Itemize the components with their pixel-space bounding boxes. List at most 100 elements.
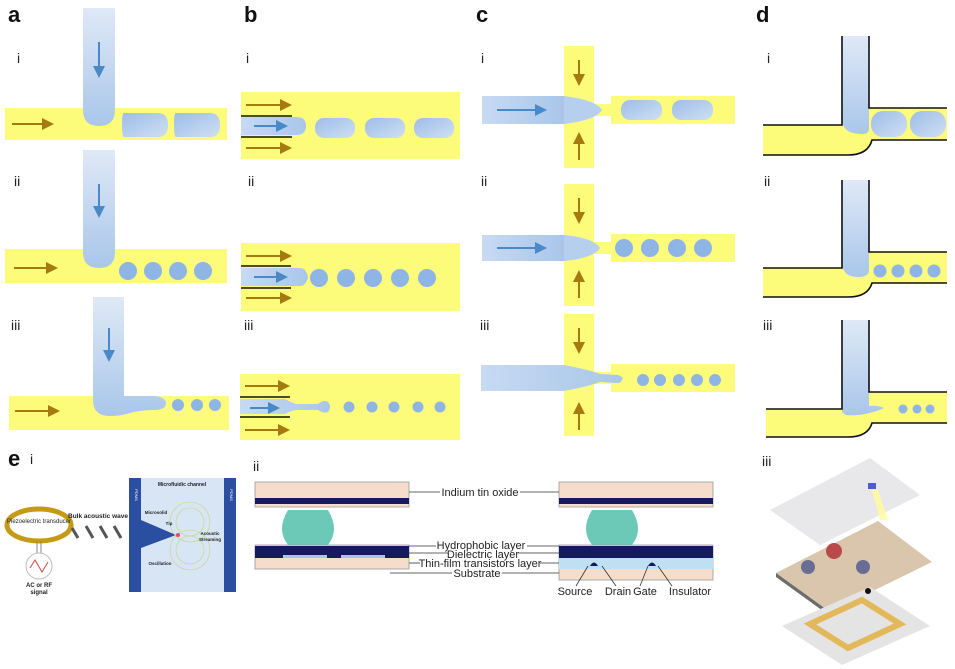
droplet-plug <box>365 118 405 138</box>
tip-label: Tip <box>166 521 173 526</box>
microsolid-label: Microsolid <box>145 510 168 515</box>
droplet <box>694 239 712 257</box>
ito-label: Indium tin oxide <box>441 487 518 499</box>
droplet <box>364 269 382 287</box>
bulk-acoustic-wave-icon <box>70 525 123 539</box>
insulator-label: Insulator <box>669 586 712 598</box>
panel-c-ii-diagram <box>482 184 735 306</box>
panel-a-iii-diagram <box>9 297 229 430</box>
pdms-label-left: PDMS <box>134 489 139 501</box>
droplet <box>434 401 446 413</box>
top-electrode <box>255 498 409 504</box>
droplet <box>873 264 887 278</box>
droplet-ewod <box>282 510 334 545</box>
droplet <box>673 374 685 386</box>
panel-e-sub-iii: iii <box>762 453 772 469</box>
droplet <box>343 401 355 413</box>
piezoelectric-transducer <box>4 506 74 544</box>
panel-e-sub-ii: ii <box>253 458 260 474</box>
drain-label: Drain <box>605 586 631 598</box>
droplet <box>909 264 923 278</box>
streaming-label-line1: Acoustic <box>200 531 220 536</box>
panel-b-i-diagram <box>241 92 460 159</box>
droplet <box>654 374 666 386</box>
droplet-plug <box>672 100 713 120</box>
dispersed-tip <box>564 96 602 124</box>
channel-wall <box>763 139 947 156</box>
droplet <box>637 374 649 386</box>
channel-wall <box>763 282 947 298</box>
dielectric-label: Dielectric layer <box>447 549 519 561</box>
microsolid-tip <box>141 520 176 548</box>
pdms-label-right: PDMS <box>229 489 234 501</box>
dielectric-layer <box>559 546 713 558</box>
transducer-label: Piezoelectric transducer <box>7 519 71 525</box>
droplet <box>709 374 721 386</box>
channel-wall <box>868 180 947 253</box>
panel-d-sub-iii: iii <box>763 317 773 333</box>
droplet <box>337 269 355 287</box>
panel-d-iii-diagram <box>766 320 947 438</box>
circuit-traces <box>803 596 907 652</box>
gate-label: Gate <box>633 586 657 598</box>
transistor-gate <box>648 562 656 566</box>
tft-layer <box>559 558 713 569</box>
droplet <box>194 262 212 280</box>
acoustic-streaming-icon <box>169 501 211 571</box>
panel-d-sub-i: i <box>767 50 771 66</box>
droplet <box>691 374 703 386</box>
droplet-plug <box>414 118 454 138</box>
panel-b-sub-i: i <box>246 50 250 66</box>
droplet <box>209 399 221 411</box>
sensor-dot <box>865 588 871 594</box>
orifice <box>594 242 611 254</box>
droplet <box>172 399 184 411</box>
channel-wall <box>868 36 947 109</box>
panel-c-label: c <box>476 2 489 27</box>
panel-b-ii-diagram <box>241 243 460 311</box>
panel-b-label: b <box>244 2 258 27</box>
dielectric-layer <box>255 546 409 558</box>
droplet <box>418 269 436 287</box>
channel-wall <box>766 422 947 438</box>
droplet <box>412 401 424 413</box>
substrate-label: Substrate <box>453 568 500 580</box>
panel-c-sub-i: i <box>481 50 485 66</box>
droplet <box>119 262 137 280</box>
panel-d-sub-ii: ii <box>764 173 771 189</box>
bulk-wave-label: Bulk acoustic wave <box>68 513 128 520</box>
panel-c-i-diagram <box>482 46 735 168</box>
droplet <box>144 262 162 280</box>
droplet <box>898 404 908 414</box>
detector-icon <box>868 483 876 489</box>
droplet <box>310 269 328 287</box>
pdms-wall-left <box>129 478 141 592</box>
reaction-well-red <box>826 543 842 559</box>
panel-b-iii-diagram <box>240 374 460 440</box>
droplet-plug <box>122 113 168 137</box>
dispersed-tip <box>564 235 600 261</box>
channel-wall <box>763 180 843 269</box>
droplet <box>391 269 409 287</box>
droplet <box>169 262 187 280</box>
middle-chip-layer <box>776 521 932 612</box>
dispersed-inlet <box>842 180 869 277</box>
panel-a-sub-i: i <box>17 50 21 66</box>
dispersed-jet <box>240 399 330 414</box>
streaming-label-line2: Streaming <box>199 537 221 542</box>
channel-wall <box>868 320 947 393</box>
droplet <box>925 404 935 414</box>
tft-label: Thin-film transistors layer <box>419 558 542 570</box>
panel-d-label: d <box>756 2 770 27</box>
dispersed-jet <box>842 320 884 416</box>
droplet <box>191 399 203 411</box>
panel-b-sub-ii: ii <box>248 173 255 189</box>
pdms-wall-right <box>224 478 236 592</box>
electrode-pad <box>283 555 327 558</box>
panel-c-sub-ii: ii <box>481 173 488 189</box>
panel-a-i-diagram <box>5 8 227 140</box>
panel-c-sub-iii: iii <box>480 317 490 333</box>
channel-wall <box>763 36 843 126</box>
droplet <box>912 404 922 414</box>
